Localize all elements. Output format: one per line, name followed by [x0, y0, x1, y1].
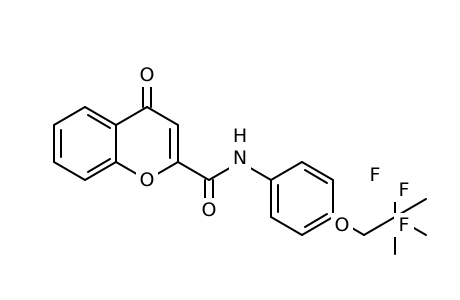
atom-o-keto-label: O: [140, 64, 155, 86]
atom-f1-label: F: [370, 164, 381, 186]
atom-labels: O O H N O O F F F: [136, 63, 414, 237]
atom-f3-label: F: [399, 214, 410, 236]
atom-f1: F: [365, 163, 385, 187]
bond: [87, 158, 111, 173]
atom-o-keto: O: [136, 63, 158, 87]
bond: [115, 106, 148, 126]
atom-nh: H N: [229, 125, 251, 170]
atom-o-ring-label: O: [140, 169, 155, 191]
bond: [84, 106, 117, 126]
bond: [301, 161, 334, 181]
atom-f2-label: F: [399, 179, 410, 201]
bond: [270, 216, 303, 236]
bond: [84, 161, 117, 181]
atom-o-amide: O: [198, 198, 220, 222]
bond: [87, 114, 111, 129]
bond: [146, 106, 179, 126]
bond: [53, 161, 86, 181]
bond: [53, 106, 86, 126]
bond: [304, 213, 328, 228]
atom-h-label: H: [233, 125, 247, 147]
atom-o-ether-label: O: [335, 214, 350, 236]
bond: [304, 169, 328, 184]
bond: [270, 161, 303, 181]
bond: [177, 161, 210, 181]
bond: [363, 216, 396, 236]
atom-n-label: N: [233, 147, 247, 169]
atom-o-ether: O: [331, 213, 353, 237]
atom-f3: F: [394, 213, 414, 237]
atom-o-amide-label: O: [202, 199, 217, 221]
atom-f2: F: [394, 178, 414, 202]
atom-o-ring: O: [136, 168, 158, 192]
bond: [301, 216, 334, 236]
